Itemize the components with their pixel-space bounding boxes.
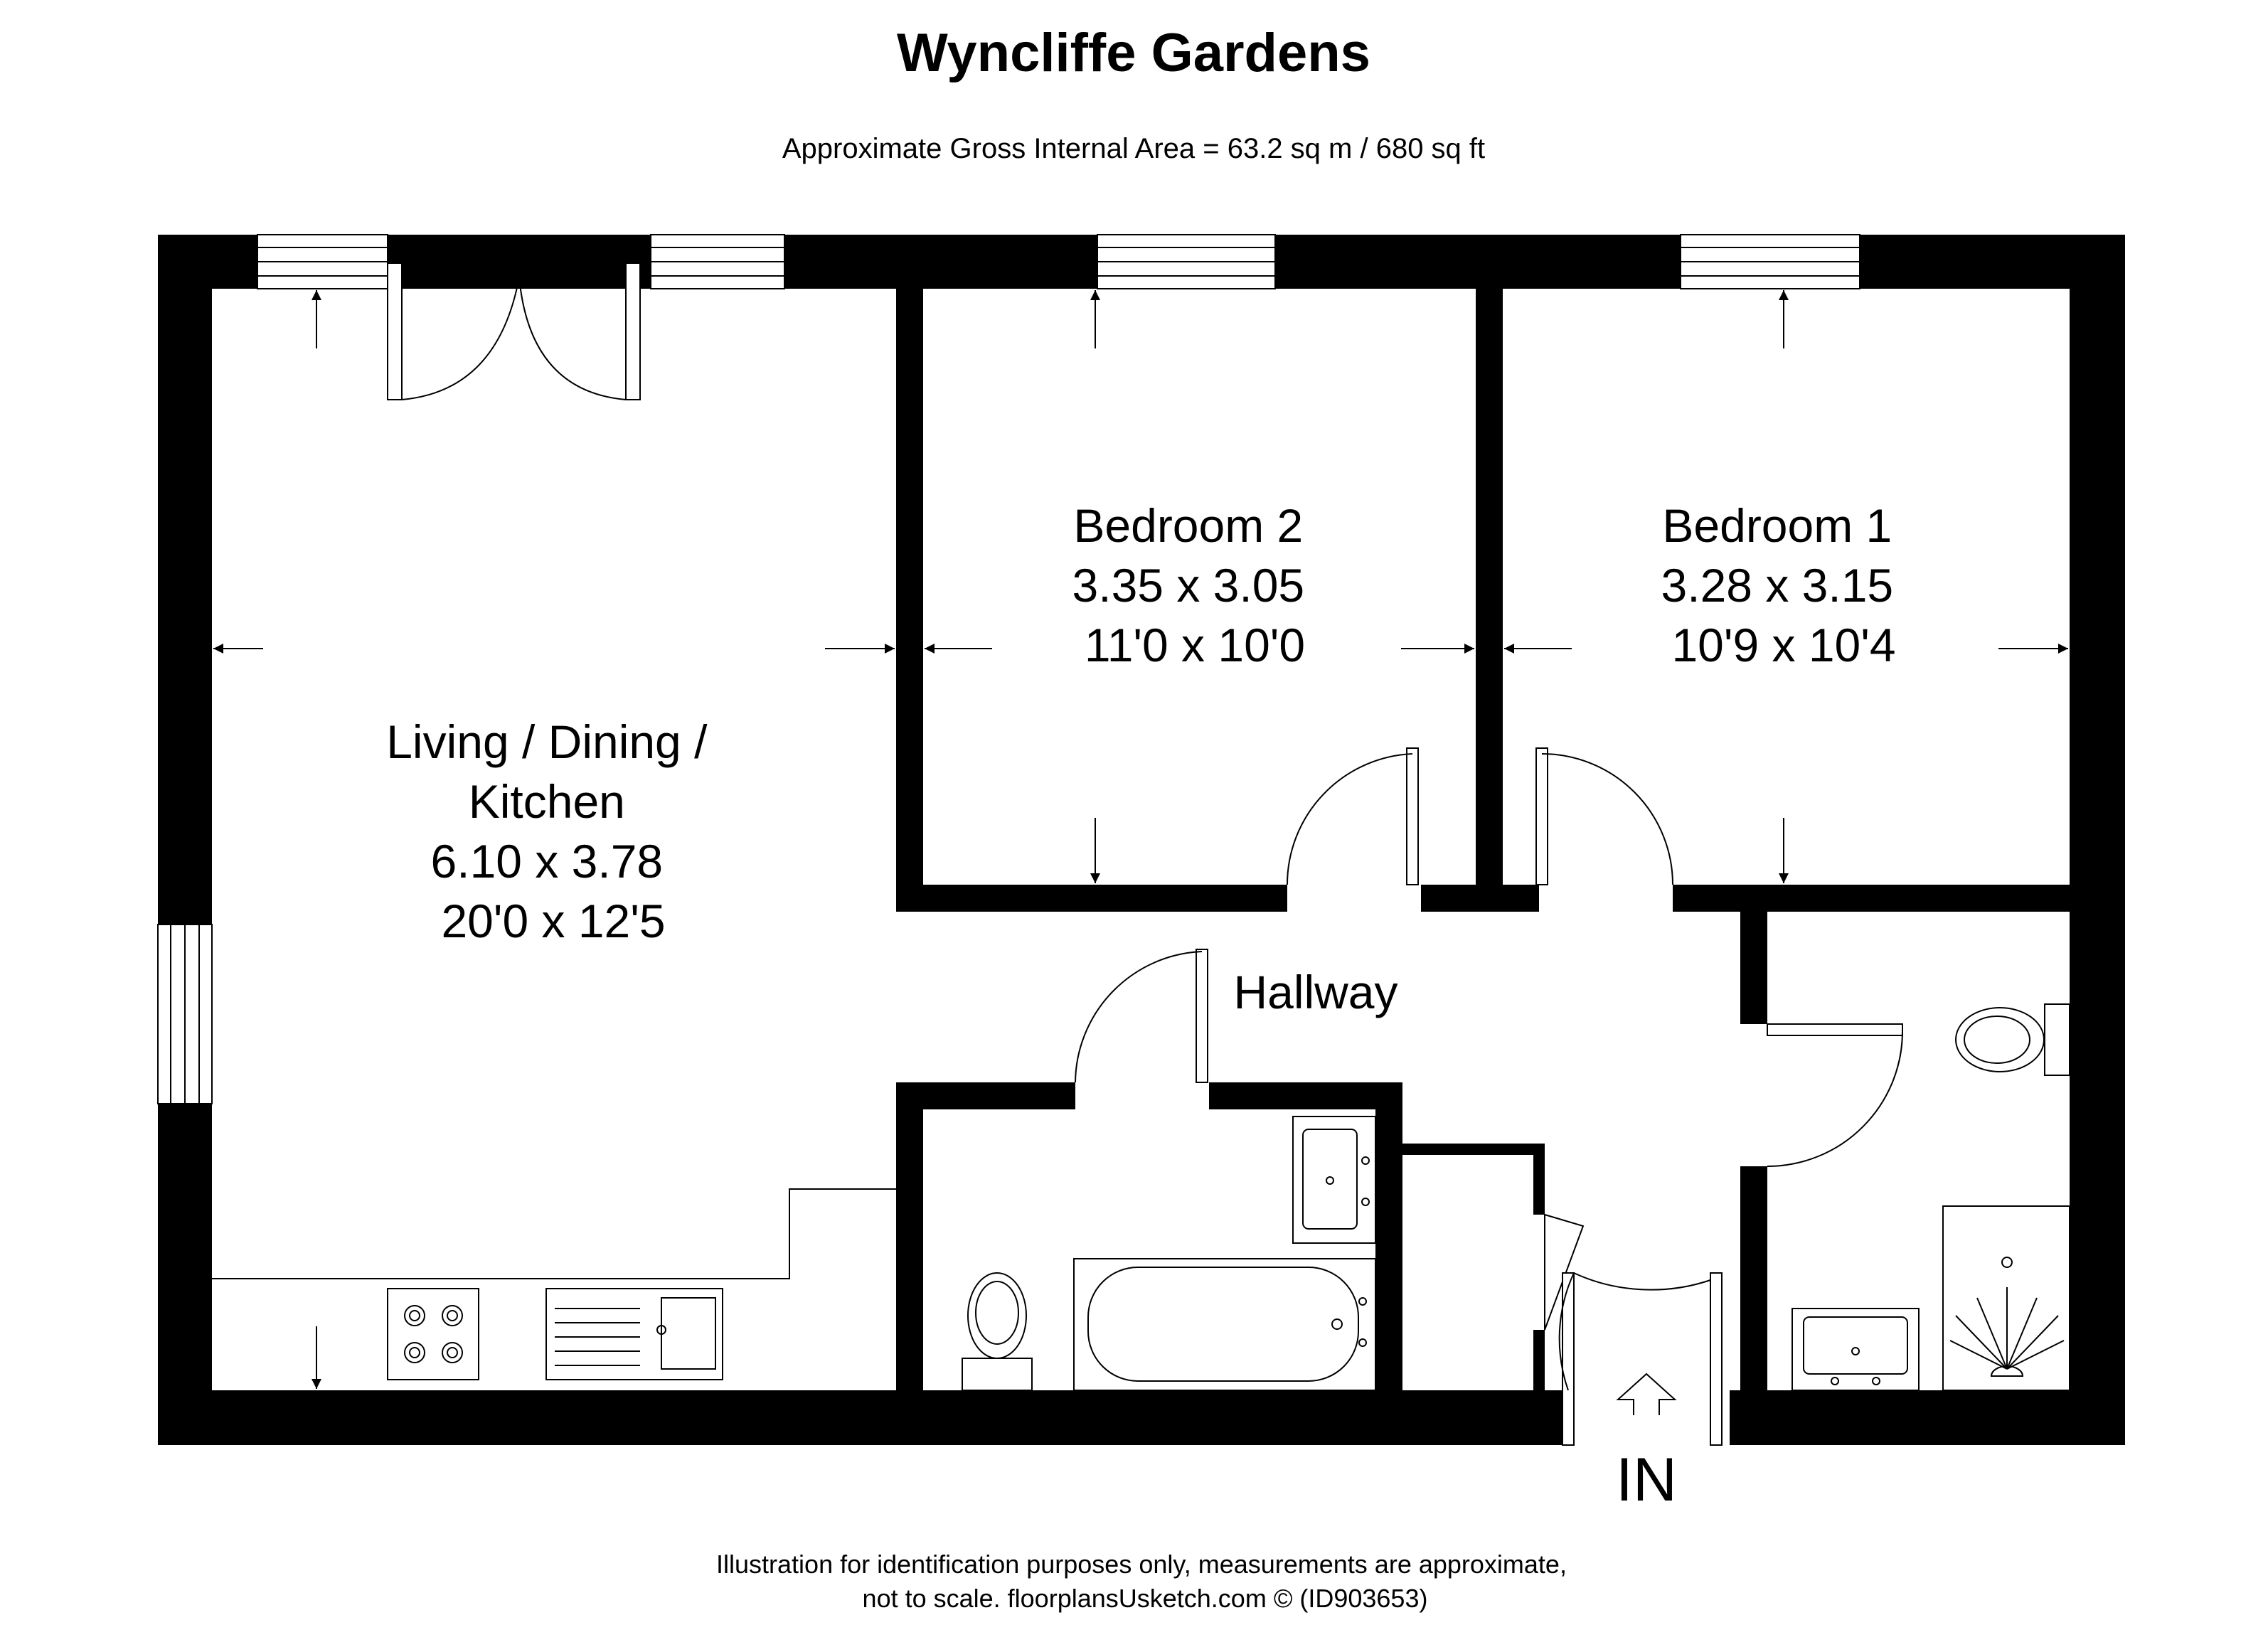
dimension-arrows (213, 290, 2068, 1389)
door-bathroom (1075, 949, 1208, 1083)
exterior-walls (158, 235, 2125, 1445)
french-doors (387, 262, 641, 400)
bathroom-toilet-icon (962, 1272, 1033, 1391)
window-bedroom1 (1680, 234, 1860, 289)
area-subtitle: Approximate Gross Internal Area = 63.2 s… (782, 133, 1485, 164)
window-bedroom2 (1097, 234, 1276, 289)
ensuite-toilet-icon (1955, 1003, 2070, 1076)
window-left-side (157, 924, 213, 1104)
entrance-arrow-icon (1616, 1373, 1677, 1415)
window-top-mid-left (650, 234, 785, 289)
room-label-living: Living / Dining / Kitchen 6.10 x 3.78 20… (386, 715, 720, 947)
room-label-bedroom-2: Bedroom 2 3.35 x 3.05 11'0 x 10'0 (1072, 499, 1318, 671)
bathroom-basin-icon (1292, 1116, 1376, 1244)
shower-icon (1942, 1205, 2070, 1391)
entrance-label: IN (1616, 1446, 1677, 1514)
kitchen-counter (212, 1188, 896, 1279)
bathtub-icon (1073, 1258, 1376, 1391)
door-shower-room (1767, 1023, 1904, 1167)
hob-icon (387, 1288, 479, 1380)
kitchen-sink-icon (545, 1288, 723, 1380)
room-label-hallway: Hallway (1233, 966, 1397, 1018)
room-label-bedroom-1: Bedroom 1 3.28 x 3.15 10'9 x 10'4 (1661, 499, 1907, 671)
window-top-left (257, 234, 388, 289)
disclaimer: Illustration for identification purposes… (716, 1550, 1574, 1613)
ensuite-basin-icon (1791, 1308, 1920, 1391)
door-bedroom1 (1535, 747, 1673, 885)
plan-title: Wyncliffe Gardens (897, 23, 1370, 83)
interior-walls (896, 289, 2070, 1390)
door-entrance (1558, 1272, 1723, 1446)
door-bedroom2 (1286, 747, 1419, 885)
